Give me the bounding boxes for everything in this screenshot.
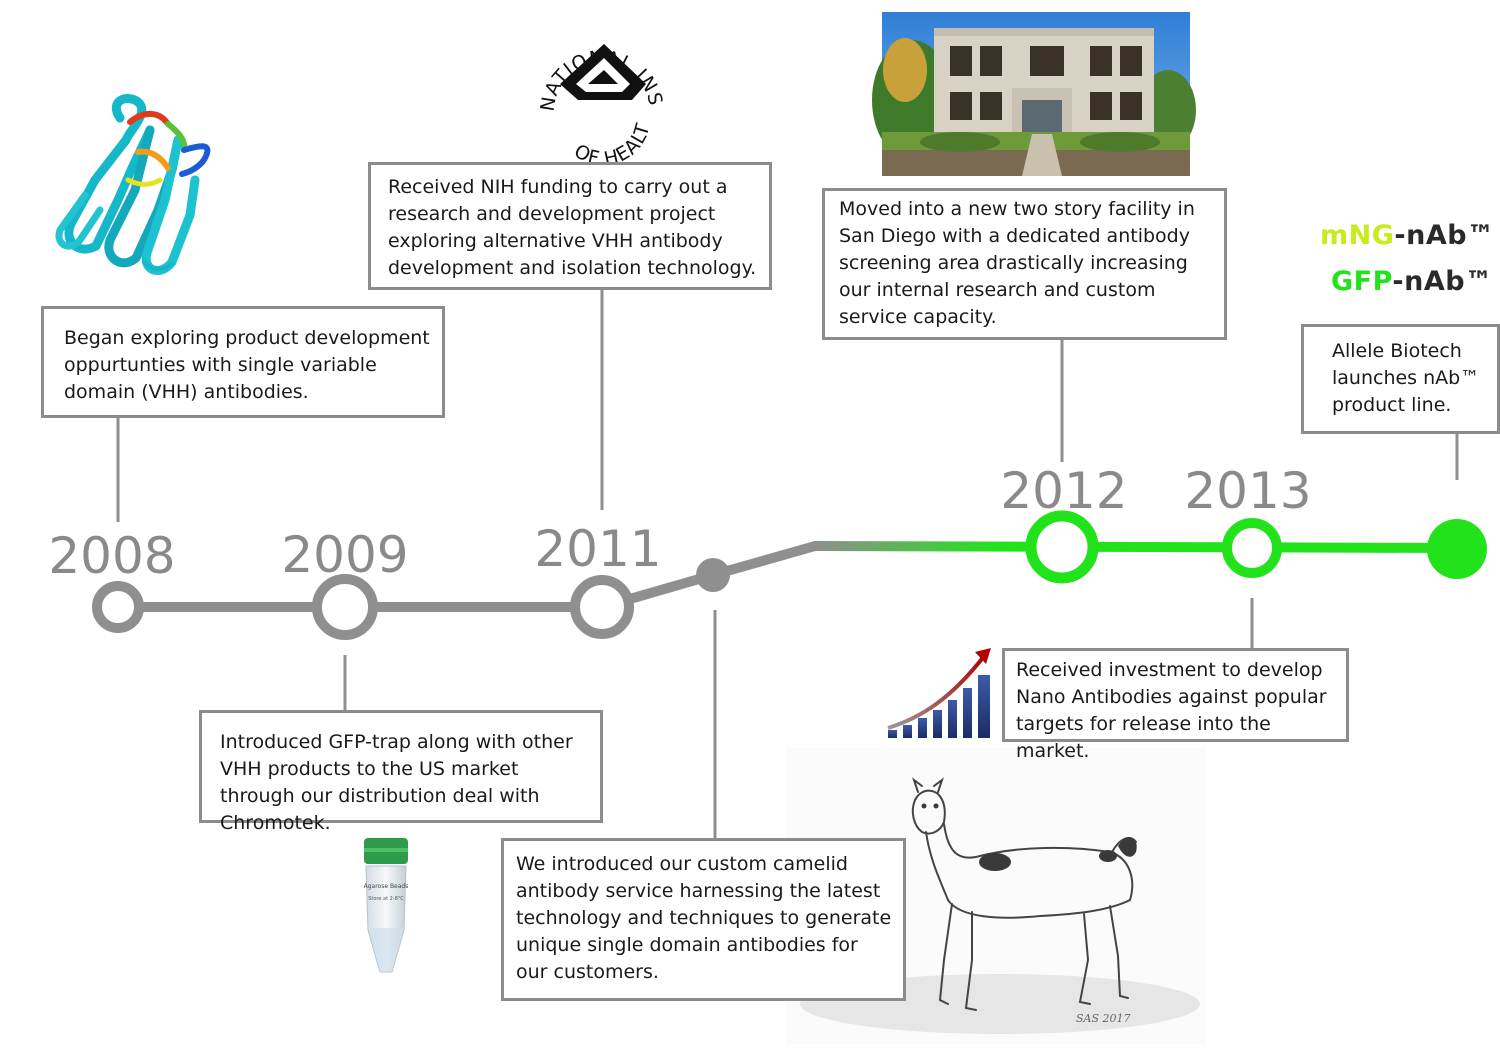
year-label-2013: 2013 — [1184, 462, 1311, 520]
node-camelid — [696, 558, 730, 592]
nih-logo-icon: NATIONAL INSTITUTES OF HEALTH — [0, 0, 667, 170]
brand-gfp-prefix: GFP — [1331, 266, 1393, 297]
event-text-2011: Received NIH funding to carry out a rese… — [388, 176, 757, 279]
node-2012 — [1025, 510, 1099, 584]
year-label-2009: 2009 — [281, 526, 408, 584]
node-2008 — [92, 581, 144, 633]
year-label-2008: 2008 — [48, 527, 175, 585]
node-2009 — [312, 574, 378, 640]
event-box-2012: Moved into a new two story facility in S… — [822, 188, 1227, 340]
event-text-camelid: We introduced our custom camelid antibod… — [516, 853, 892, 983]
protein-structure-icon — [55, 94, 211, 275]
tube-label-line1: Agarose Beads — [364, 883, 409, 890]
event-box-launch: Allele Biotech launches nAb™ product lin… — [1301, 324, 1500, 434]
event-text-2012: Moved into a new two story facility in S… — [839, 198, 1195, 328]
tube-label-line2: Store at 2-8°C — [368, 896, 404, 902]
event-box-2009: Introduced GFP-trap along with other VHH… — [199, 710, 603, 834]
node-2011 — [570, 575, 634, 639]
year-label-2011: 2011 — [534, 520, 661, 578]
event-text-2013: Received investment to develop Nano Anti… — [1016, 659, 1327, 762]
svg-text:NATIONAL INSTITUTES: NATIONAL INSTITUTES — [0, 0, 667, 113]
sample-tube-icon: Agarose Beads Store at 2-8°C — [364, 838, 409, 973]
nih-logo-top-text: NATIONAL INSTITUTES — [0, 0, 666, 113]
brand-mng-suffix: -nAb™ — [1394, 220, 1495, 251]
event-box-2013: Received investment to develop Nano Anti… — [1002, 648, 1349, 762]
event-box-2008: Began exploring product development oppu… — [41, 306, 445, 418]
event-text-launch: Allele Biotech launches nAb™ product lin… — [1332, 340, 1480, 416]
event-box-camelid: We introduced our custom camelid antibod… — [501, 838, 906, 1001]
llama-signature: SAS 2017 — [1076, 1012, 1131, 1025]
brand-mng-prefix: mNG — [1320, 220, 1395, 251]
timeline-nodes — [92, 510, 1487, 640]
growth-chart-icon — [887, 648, 991, 738]
brand-gfp-suffix: -nAb™ — [1392, 266, 1493, 297]
brand-mng-nab: mNG-nAb™ — [1320, 220, 1495, 251]
node-2013 — [1222, 518, 1282, 578]
brand-gfp-nab: GFP-nAb™ — [1331, 266, 1493, 297]
event-text-2009: Introduced GFP-trap along with other VHH… — [220, 731, 573, 834]
connector-lines — [116, 288, 1459, 838]
year-label-2012: 2012 — [1000, 462, 1127, 520]
event-box-2011: Received NIH funding to carry out a rese… — [368, 162, 772, 290]
event-text-2008: Began exploring product development oppu… — [64, 327, 430, 403]
node-launch — [1427, 519, 1487, 579]
building-photo — [872, 12, 1196, 176]
